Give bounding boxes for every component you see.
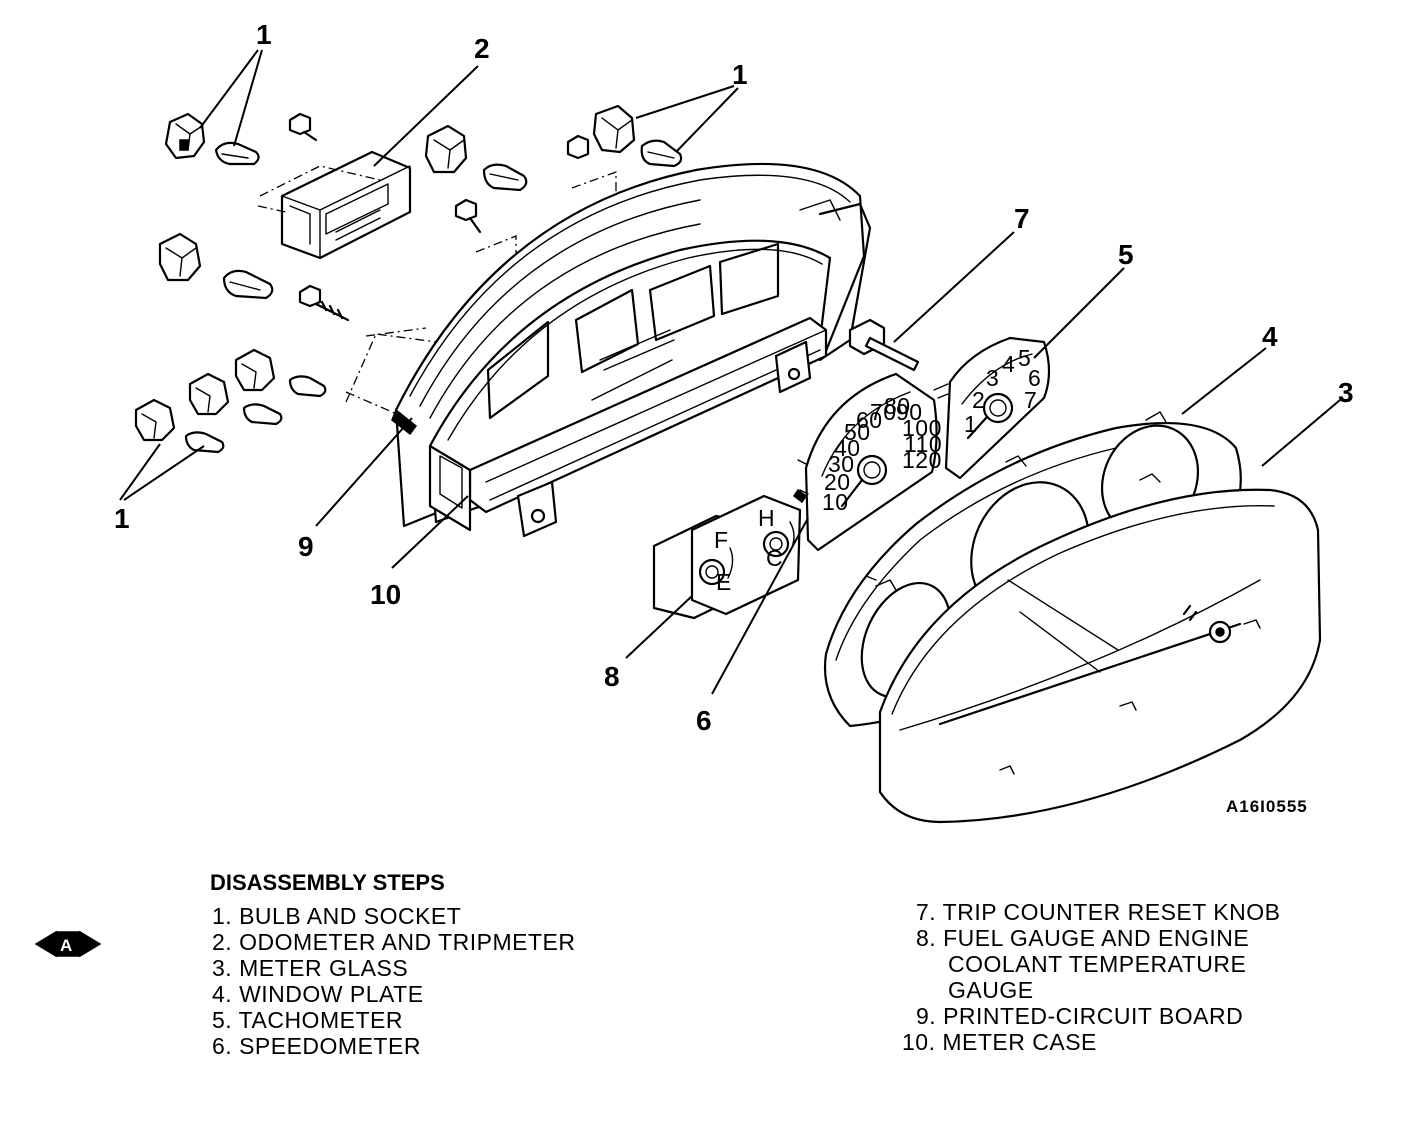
svg-text:7: 7 [1024, 387, 1037, 413]
alignment-lines [257, 165, 617, 419]
meter-glass-part [875, 473, 1322, 824]
disassembly-steps: DISASSEMBLY STEPS A 1. BULB AND SOCKET 2… [34, 870, 1280, 1059]
callout-6: 6 [696, 705, 712, 736]
callout-3: 3 [1338, 377, 1354, 408]
callout-5: 5 [1118, 239, 1134, 270]
figure-code: A16I0555 [1226, 797, 1308, 816]
svg-text:C: C [766, 545, 783, 571]
screw-parts [288, 112, 482, 322]
svg-text:50: 50 [844, 419, 871, 445]
callout-1-left: 1 [114, 503, 130, 534]
step-5: 5. TACHOMETER [212, 1007, 403, 1033]
marker-a-label: A [60, 936, 72, 955]
callout-numbers: 1 2 1 7 5 4 3 1 9 10 8 6 [114, 19, 1354, 736]
callout-1-top-right: 1 [732, 59, 748, 90]
svg-text:2: 2 [972, 387, 985, 413]
svg-text:80: 80 [884, 393, 911, 419]
tachometer-numbers: 1 2 3 4 5 6 7 [964, 345, 1041, 437]
callout-10: 10 [370, 579, 401, 610]
callout-2: 2 [474, 33, 490, 64]
trip-counter-reset-knob [848, 318, 920, 372]
svg-text:30: 30 [828, 451, 855, 477]
callout-9: 9 [298, 531, 314, 562]
bulb-socket-group-top-right [566, 104, 683, 168]
fuel-temp-gauge-part: F E H C [652, 494, 802, 620]
svg-text:3: 3 [986, 365, 999, 391]
step-6: 6. SPEEDOMETER [212, 1033, 421, 1059]
step-4: 4. WINDOW PLATE [212, 981, 424, 1007]
step-8: 8. FUEL GAUGE AND ENGINE [916, 925, 1249, 951]
callout-4: 4 [1262, 321, 1278, 352]
step-3: 3. METER GLASS [212, 955, 408, 981]
svg-text:4: 4 [1002, 351, 1015, 377]
step-8-cont-2: GAUGE [948, 977, 1034, 1003]
meter-case-and-pcb [391, 162, 872, 538]
steps-heading: DISASSEMBLY STEPS [210, 870, 445, 895]
svg-text:1: 1 [964, 411, 977, 437]
bulb-socket-group-top-center [424, 124, 528, 192]
svg-text:5: 5 [1018, 345, 1031, 371]
callout-1-top-left: 1 [256, 19, 272, 50]
step-2: 2. ODOMETER AND TRIPMETER [212, 929, 576, 955]
bulb-socket-group-top-left [164, 112, 260, 166]
bulb-socket-group-lower-left [134, 348, 327, 454]
tachometer-part: 1 2 3 4 5 6 7 [933, 336, 1051, 480]
step-1: 1. BULB AND SOCKET [212, 903, 461, 929]
marker-a-arrow: A [34, 930, 102, 958]
step-9: 9. PRINTED-CIRCUIT BOARD [916, 1003, 1243, 1029]
odometer-tripmeter-part [280, 150, 412, 260]
svg-text:40: 40 [834, 435, 861, 461]
callout-7: 7 [1014, 203, 1030, 234]
callout-8: 8 [604, 661, 620, 692]
svg-text:70: 70 [870, 399, 897, 425]
step-7: 7. TRIP COUNTER RESET KNOB [916, 899, 1280, 925]
speedometer-part: 10 20 30 40 50 60 70 80 90 100 110 120 [792, 372, 942, 552]
step-10: 10. METER CASE [902, 1029, 1097, 1055]
svg-text:110: 110 [904, 431, 942, 457]
svg-text:20: 20 [824, 469, 851, 495]
step-8-cont-1: COOLANT TEMPERATURE [948, 951, 1246, 977]
svg-text:100: 100 [902, 415, 942, 441]
svg-text:60: 60 [856, 407, 883, 433]
bulb-socket-group-mid-left [158, 232, 274, 300]
speedometer-numbers: 10 20 30 40 50 60 70 80 90 100 110 120 [822, 393, 942, 515]
svg-text:6: 6 [1028, 365, 1041, 391]
svg-text:90: 90 [896, 399, 923, 425]
leader-lines [119, 49, 1341, 695]
svg-text:E: E [716, 569, 732, 595]
svg-text:H: H [758, 505, 775, 531]
svg-text:F: F [714, 527, 729, 553]
svg-text:120: 120 [902, 447, 942, 473]
